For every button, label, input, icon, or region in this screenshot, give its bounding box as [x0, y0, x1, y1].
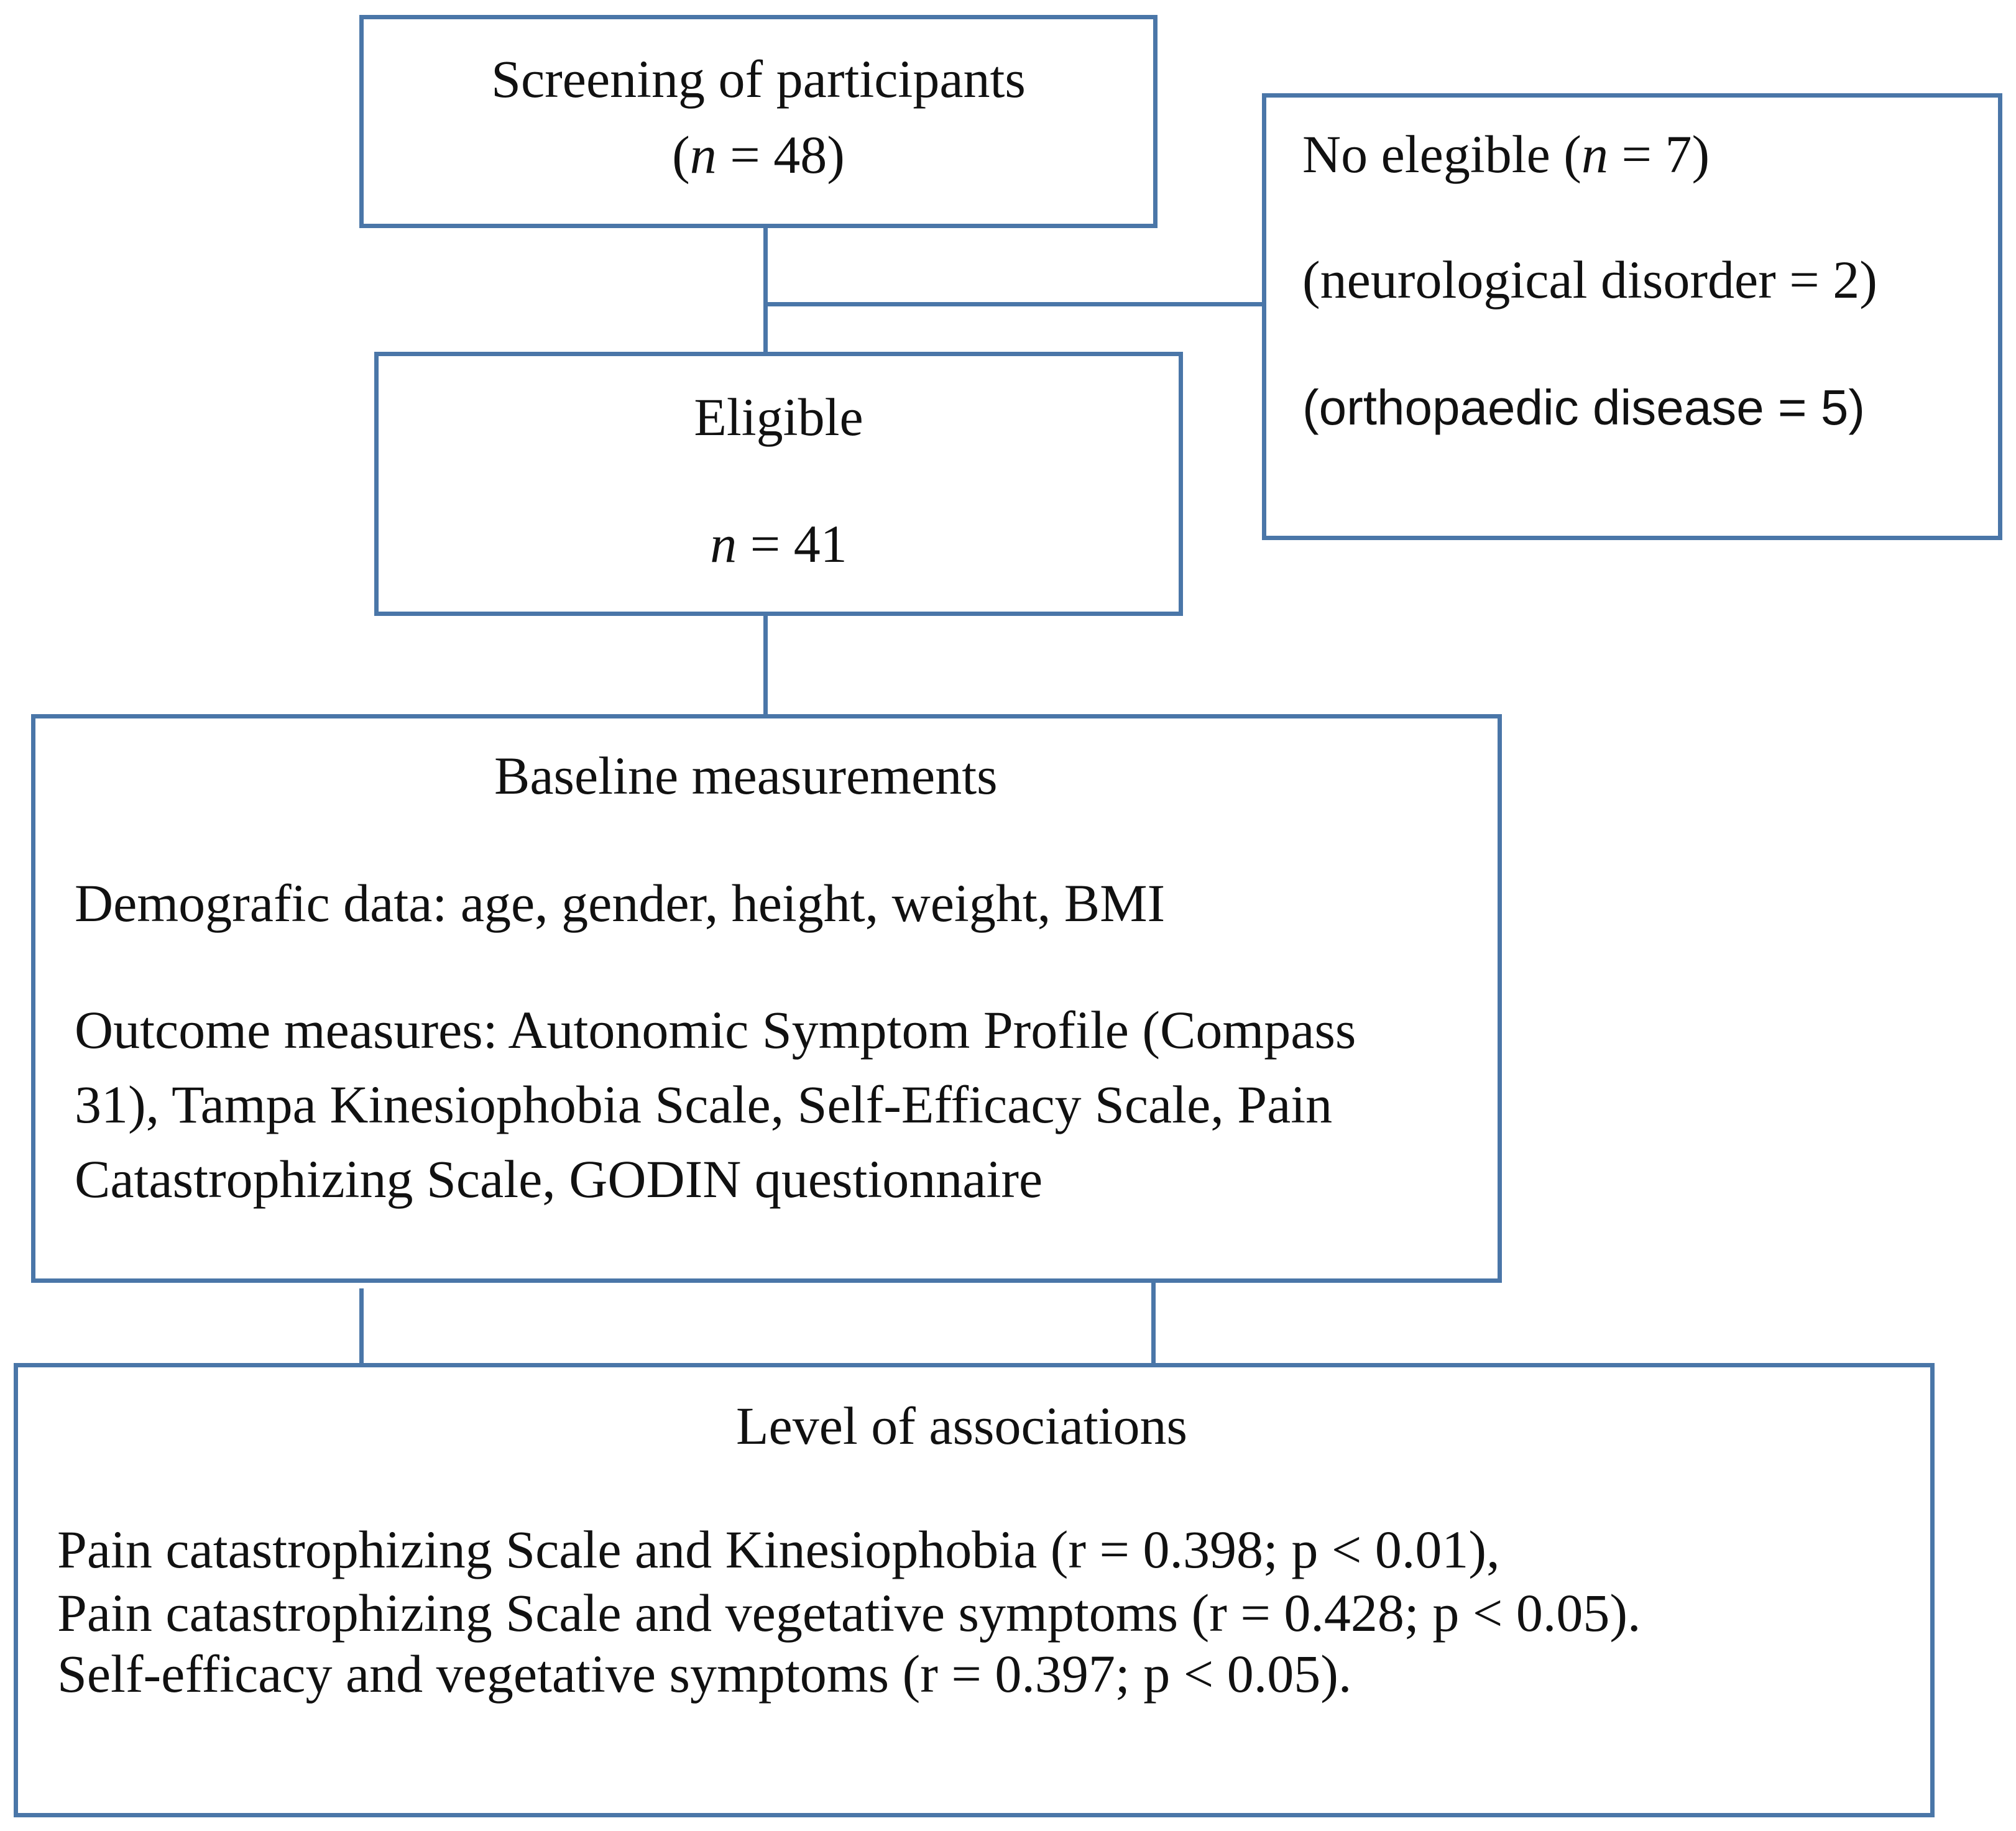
connector-screening-eligible: [763, 227, 768, 354]
connector-baseline-associations-right: [1151, 1280, 1156, 1365]
eligible-box: Eligible n = 41: [374, 352, 1183, 616]
neurological-disorder-count: (neurological disorder = 2): [1302, 250, 1877, 310]
orthopaedic-disease-count: (orthopaedic disease = 5): [1302, 380, 1865, 435]
eligible-count: n = 41: [379, 517, 1179, 571]
not-eligible-value: = 7): [1608, 124, 1710, 184]
connector-baseline-associations-left: [359, 1288, 364, 1365]
not-eligible-label: No elegible (: [1302, 124, 1581, 184]
screening-count-open: (: [672, 125, 690, 185]
eligible-count-rest: = 41: [737, 514, 847, 574]
not-eligible-count: No elegible (n = 7): [1302, 127, 1710, 181]
connector-to-excluded: [763, 302, 1262, 306]
screening-count-rest: = 48): [716, 125, 845, 185]
outcome-measures-line-3: Catastrophizing Scale, GODIN questionnai…: [75, 1149, 1043, 1209]
eligible-title: Eligible: [694, 387, 863, 447]
screening-count: (n = 48): [364, 128, 1153, 181]
association-line-1: Pain catastrophizing Scale and Kinesioph…: [57, 1520, 1500, 1579]
screening-box: Screening of participants (n = 48): [359, 15, 1158, 228]
not-eligible-box: No elegible (n = 7) (neurological disord…: [1262, 93, 2002, 540]
connector-eligible-baseline: [763, 614, 768, 717]
association-line-3: Self-efficacy and vegetative symptoms (r…: [57, 1644, 1352, 1704]
associations-box: Level of associations Pain catastrophizi…: [14, 1363, 1935, 1817]
eligible-count-n: n: [710, 514, 737, 574]
outcome-measures-line-1: Outcome measures: Autonomic Symptom Prof…: [75, 1000, 1356, 1060]
baseline-measurements-box: Baseline measurements Demografic data: a…: [31, 714, 1502, 1283]
not-eligible-n: n: [1581, 124, 1608, 184]
screening-count-n: n: [689, 125, 717, 185]
association-line-2: Pain catastrophizing Scale and vegetativ…: [57, 1583, 1641, 1643]
associations-title: Level of associations: [736, 1396, 1188, 1456]
screening-title: Screening of participants: [491, 49, 1026, 109]
baseline-title: Baseline measurements: [494, 746, 998, 805]
demographic-data: Demografic data: age, gender, height, we…: [75, 873, 1166, 933]
outcome-measures-line-2: 31), Tampa Kinesiophobia Scale, Self-Eff…: [75, 1075, 1333, 1134]
